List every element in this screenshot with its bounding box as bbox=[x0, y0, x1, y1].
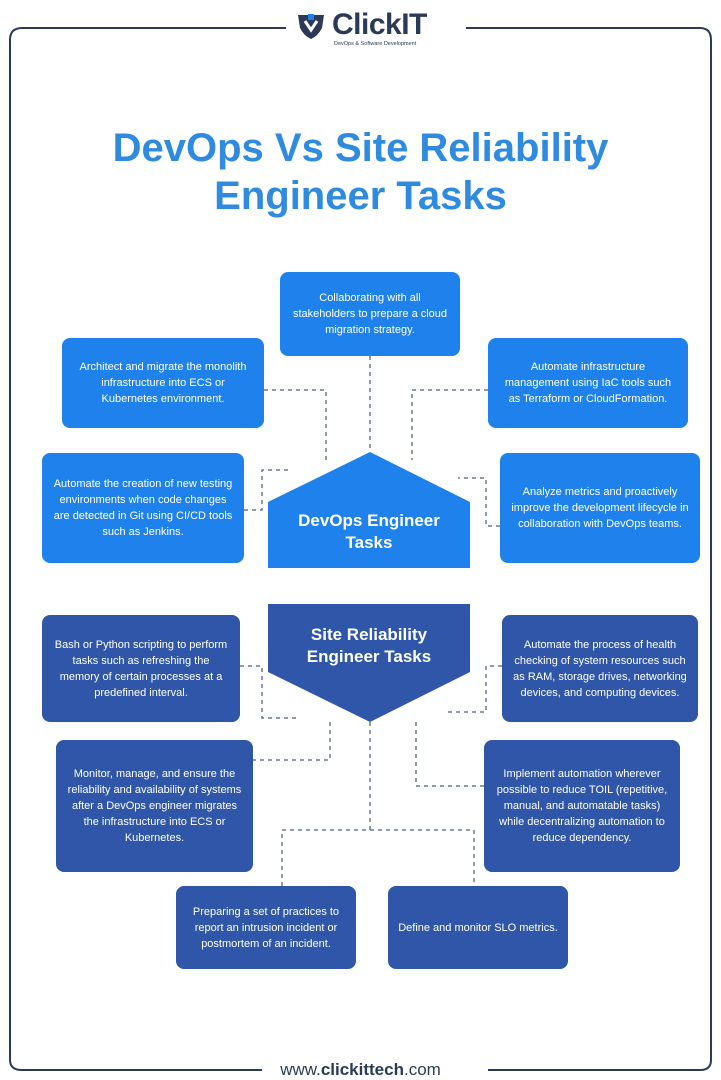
shield-logo-icon bbox=[298, 14, 324, 39]
devops-task-box: Analyze metrics and proactively improve … bbox=[500, 453, 700, 563]
sre-task-box: Preparing a set of practices to report a… bbox=[176, 886, 356, 969]
logo-text: ClickIT bbox=[332, 8, 427, 41]
sre-connectors bbox=[240, 665, 502, 886]
clickit-logo: ClickIT DevOps & Software Development bbox=[296, 8, 446, 54]
sre-task-box: Bash or Python scripting to perform task… bbox=[42, 615, 240, 722]
devops-task-box: Collaborating with all stakeholders to p… bbox=[280, 272, 460, 356]
sre-hub-line2: Engineer Tasks bbox=[306, 647, 432, 666]
sre-task-box: Implement automation wherever possible t… bbox=[484, 740, 680, 872]
frame-border bbox=[9, 27, 286, 1071]
devops-hub-line2: Tasks bbox=[345, 533, 393, 552]
devops-hub-shape bbox=[268, 452, 470, 568]
devops-task-box: Automate infrastructure management using… bbox=[488, 338, 688, 428]
devops-hub-line1: DevOps Engineer bbox=[298, 511, 440, 530]
footer-prefix: www. bbox=[280, 1060, 321, 1079]
devops-task-box: Automate the creation of new testing env… bbox=[42, 453, 244, 563]
page-title-line2: Engineer Tasks bbox=[214, 174, 507, 218]
sre-task-box: Monitor, manage, and ensure the reliabil… bbox=[56, 740, 253, 872]
sre-hub-label: Site Reliability Engineer Tasks bbox=[268, 624, 470, 668]
devops-connectors bbox=[244, 356, 500, 527]
frame-border-right bbox=[466, 27, 712, 1071]
devops-task-box: Architect and migrate the monolith infra… bbox=[62, 338, 264, 428]
logo-tagline: DevOps & Software Development bbox=[334, 41, 417, 47]
sre-task-box: Automate the process of health checking … bbox=[502, 615, 698, 722]
sre-hub-shape bbox=[268, 604, 470, 722]
sre-hub-line1: Site Reliability bbox=[310, 625, 428, 644]
sre-task-box: Define and monitor SLO metrics. bbox=[388, 886, 568, 969]
footer-website: www.clickittech.com bbox=[0, 1060, 721, 1080]
devops-hub-label: DevOps Engineer Tasks bbox=[268, 510, 470, 554]
page-title-line1: DevOps Vs Site Reliability bbox=[112, 126, 609, 170]
footer-domain: clickittech bbox=[320, 1060, 404, 1079]
footer-suffix: .com bbox=[403, 1060, 441, 1079]
